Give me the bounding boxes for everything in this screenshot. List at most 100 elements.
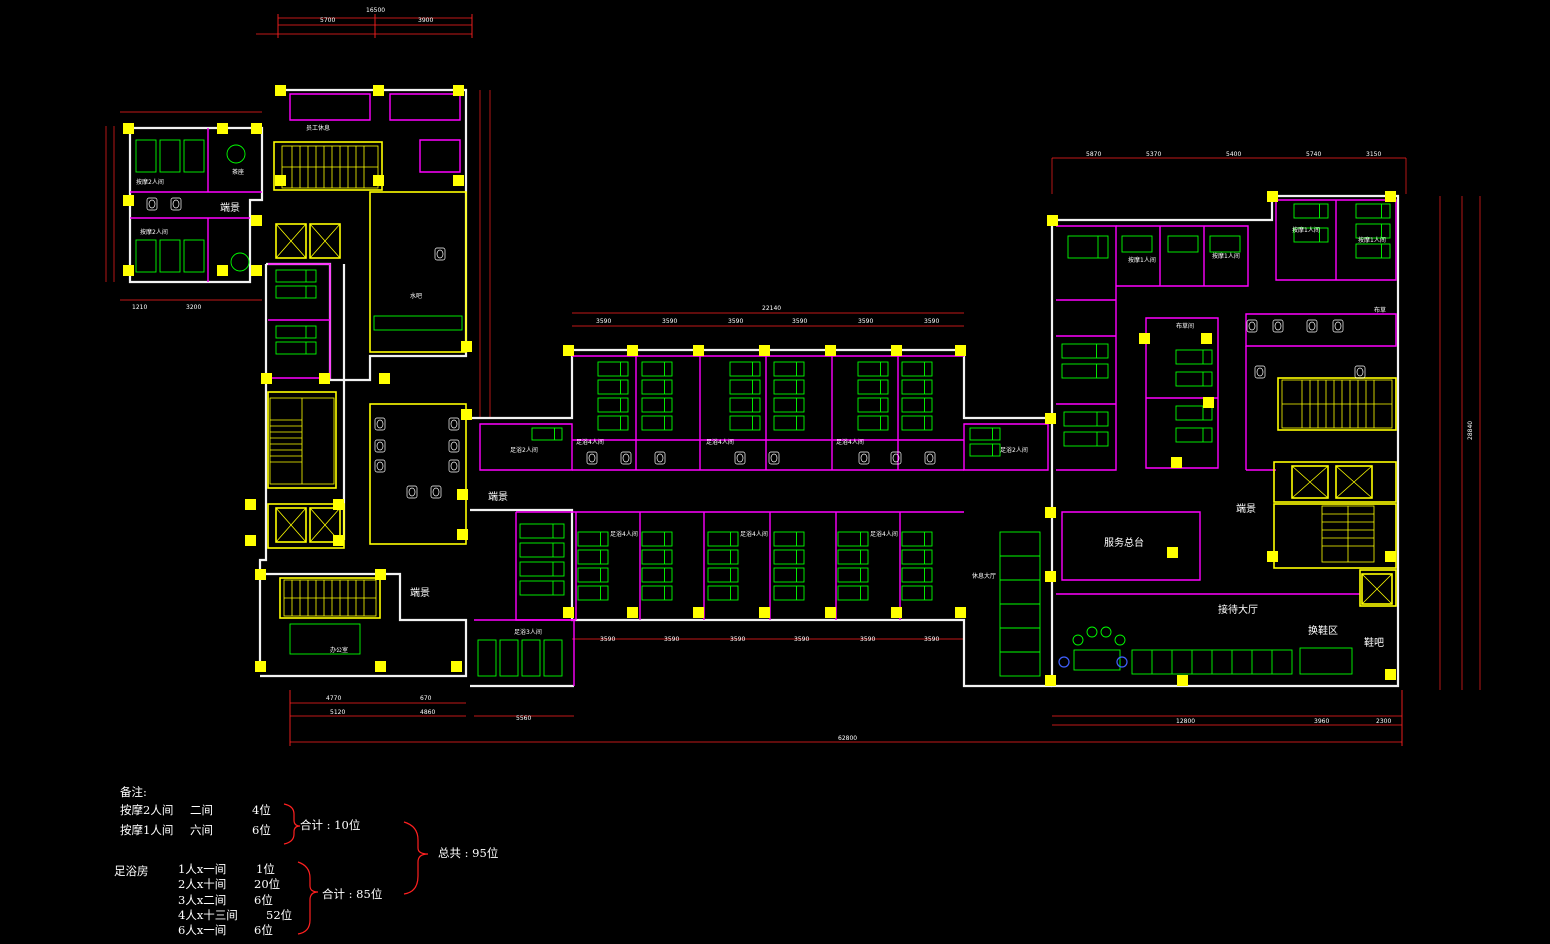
toilet-icon bbox=[1246, 319, 1258, 333]
foot-subtotal: 合计 : 85位 bbox=[322, 887, 383, 901]
bed bbox=[1061, 363, 1109, 379]
dim-right-2: 5370 bbox=[1146, 151, 1161, 158]
toilet-icon bbox=[586, 451, 598, 465]
foot-line-1-type: 1人x一间 bbox=[178, 862, 227, 876]
bed bbox=[641, 397, 673, 413]
label-foot-room-2b: 足浴2人间 bbox=[1000, 446, 1028, 454]
label-office: 办公室 bbox=[330, 646, 348, 654]
bed bbox=[773, 397, 805, 413]
bed bbox=[969, 443, 1001, 457]
bed bbox=[641, 531, 673, 547]
bed bbox=[1175, 405, 1213, 421]
label-storage: 布草 bbox=[1374, 306, 1386, 314]
toilet-icon bbox=[146, 197, 158, 211]
toilet-icon bbox=[734, 451, 746, 465]
column bbox=[333, 535, 344, 546]
label-tea: 茶座 bbox=[232, 168, 244, 176]
label-foot-room-d: 足浴4人间 bbox=[610, 530, 638, 538]
bed bbox=[1175, 371, 1213, 387]
bed bbox=[707, 567, 739, 583]
bed bbox=[275, 325, 317, 339]
bed bbox=[641, 379, 673, 395]
column bbox=[123, 265, 134, 276]
dim-center-b2: 3590 bbox=[664, 636, 679, 643]
bed bbox=[857, 397, 889, 413]
bed bbox=[773, 379, 805, 395]
massage-line-2-rooms: 六间 bbox=[190, 823, 213, 837]
column bbox=[1267, 551, 1278, 562]
column bbox=[693, 345, 704, 356]
bed bbox=[641, 549, 673, 565]
bed bbox=[901, 531, 933, 547]
column bbox=[693, 607, 704, 618]
bed bbox=[707, 585, 739, 601]
dim-bottom-4: 4860 bbox=[420, 709, 435, 716]
bed bbox=[1121, 235, 1153, 253]
toilet-icon bbox=[430, 485, 442, 499]
label-scenery-3: 端景 bbox=[410, 586, 430, 599]
column bbox=[461, 409, 472, 420]
label-foot-room-e: 足浴4人间 bbox=[740, 530, 768, 538]
column bbox=[255, 661, 266, 672]
bed bbox=[1293, 203, 1329, 219]
bed bbox=[1355, 203, 1391, 219]
label-scenery-4: 端景 bbox=[1236, 502, 1256, 515]
foot-line-2-type: 2人x十间 bbox=[178, 877, 227, 891]
column bbox=[457, 529, 468, 540]
column bbox=[1171, 457, 1182, 468]
foot-line-1-seats: 1位 bbox=[256, 862, 275, 876]
label-massage-1a: 按摩1人间 bbox=[1292, 226, 1320, 234]
dim-bottom-3: 5120 bbox=[330, 709, 345, 716]
toilet-icon bbox=[890, 451, 902, 465]
column bbox=[123, 195, 134, 206]
exterior-walls bbox=[128, 88, 1400, 688]
dim-center-b6: 3590 bbox=[924, 636, 939, 643]
bed bbox=[837, 585, 869, 601]
column bbox=[453, 175, 464, 186]
column bbox=[759, 607, 770, 618]
dim-center-b4: 3590 bbox=[794, 636, 809, 643]
column bbox=[1167, 547, 1178, 558]
column bbox=[1267, 191, 1278, 202]
structural-columns bbox=[123, 85, 1396, 686]
bed bbox=[1175, 349, 1213, 365]
toilet-fixtures bbox=[146, 197, 1366, 499]
bed bbox=[135, 139, 157, 173]
column bbox=[373, 175, 384, 186]
column bbox=[375, 569, 386, 580]
bed bbox=[969, 427, 1001, 441]
column bbox=[891, 607, 902, 618]
label-foot-room-f: 足浴4人间 bbox=[870, 530, 898, 538]
column bbox=[1203, 397, 1214, 408]
dim-right-bottom-2: 3960 bbox=[1314, 718, 1329, 725]
massage-beds bbox=[135, 139, 1391, 677]
column bbox=[1139, 333, 1150, 344]
dim-bottom-1: 4770 bbox=[326, 695, 341, 702]
label-rest-area: 休息大厅 bbox=[972, 572, 996, 580]
dim-top-sub-1: 5700 bbox=[320, 17, 335, 24]
dimension-labels: 16500 5700 3900 22140 3590 3590 3590 359… bbox=[132, 7, 1474, 742]
dim-right-bottom-3: 2300 bbox=[1376, 718, 1391, 725]
dim-right-side: 28840 bbox=[1467, 421, 1474, 440]
dim-center-overall: 22140 bbox=[762, 305, 781, 312]
foot-line-3-seats: 6位 bbox=[254, 893, 273, 907]
column bbox=[251, 123, 262, 134]
bed bbox=[1167, 235, 1199, 253]
label-shoe-bar: 鞋吧 bbox=[1364, 636, 1384, 649]
dim-center-2: 3590 bbox=[662, 318, 677, 325]
column bbox=[759, 345, 770, 356]
bed bbox=[901, 379, 933, 395]
bed bbox=[901, 585, 933, 601]
bed bbox=[1175, 427, 1213, 443]
label-massage-1b: 按摩1人间 bbox=[1358, 236, 1386, 244]
dim-left-b3: 3200 bbox=[186, 304, 201, 311]
bed bbox=[901, 415, 933, 431]
bed bbox=[577, 567, 609, 583]
column bbox=[261, 373, 272, 384]
foot-line-3-type: 3人x二间 bbox=[178, 893, 227, 907]
bed bbox=[837, 549, 869, 565]
column bbox=[461, 341, 472, 352]
column bbox=[319, 373, 330, 384]
dim-right-bottom-1: 12800 bbox=[1176, 718, 1195, 725]
